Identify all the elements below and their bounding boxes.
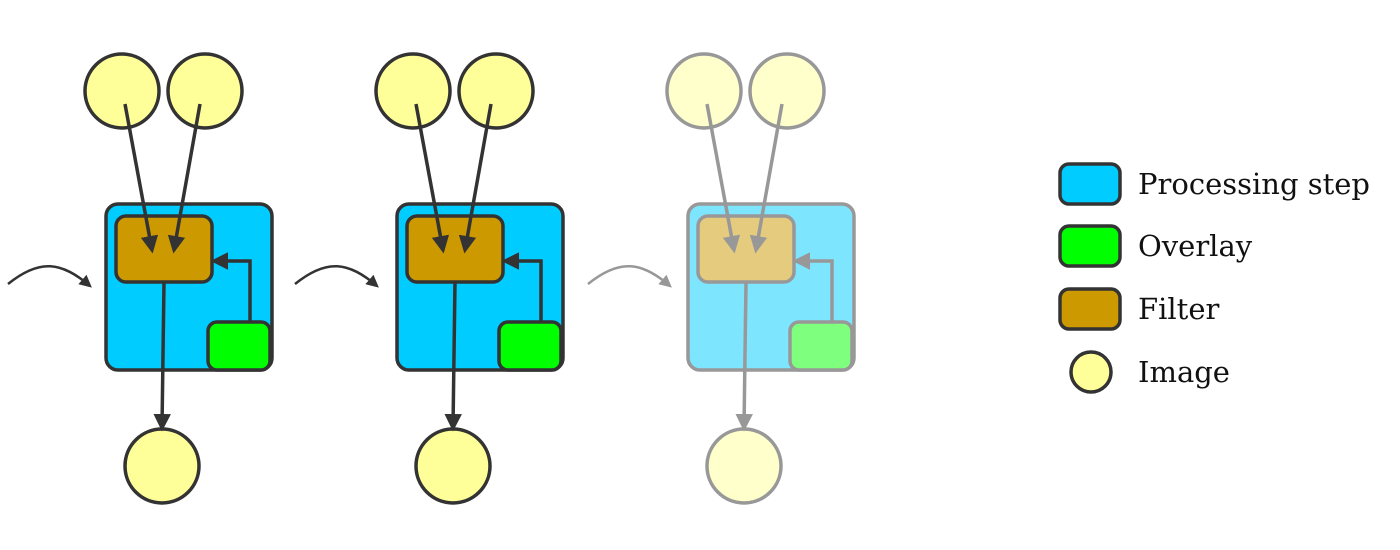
filter-box xyxy=(696,214,796,284)
legend-swatch-processing-step xyxy=(1058,162,1122,206)
filter-box xyxy=(114,214,214,284)
overlay-box xyxy=(497,320,563,372)
filter-box xyxy=(405,214,505,284)
input-image-left xyxy=(374,52,452,130)
incoming-flow-arrow xyxy=(587,264,672,288)
legend-label-processing-step: Processing step xyxy=(1138,167,1370,201)
legend: Processing step Overlay Filter Image xyxy=(1058,162,1370,394)
incoming-flow-arrow xyxy=(7,264,92,288)
overlay-box xyxy=(206,320,272,372)
input-arrow-right xyxy=(458,103,493,254)
input-image-left xyxy=(83,52,161,130)
output-arrow xyxy=(444,281,462,432)
legend-swatch-image xyxy=(1069,350,1113,394)
legend-item-processing-step: Processing step xyxy=(1058,162,1370,206)
legend-label-overlay: Overlay xyxy=(1138,229,1253,263)
overlay-to-filter-arrow xyxy=(792,252,834,322)
stage-3-faded xyxy=(587,52,856,505)
incoming-flow-arrow xyxy=(294,264,379,288)
legend-item-filter: Filter xyxy=(1058,287,1219,331)
output-image xyxy=(414,427,492,505)
legend-item-image: Image xyxy=(1069,350,1230,394)
overlay-to-filter-arrow xyxy=(501,252,543,322)
stage-1 xyxy=(7,52,274,505)
legend-label-image: Image xyxy=(1138,355,1230,389)
input-arrow-right xyxy=(749,103,784,254)
legend-item-overlay: Overlay xyxy=(1058,224,1253,268)
output-image xyxy=(705,427,783,505)
legend-swatch-filter xyxy=(1058,287,1122,331)
input-image-right xyxy=(166,52,244,130)
input-arrow-left xyxy=(123,103,159,254)
input-arrow-left xyxy=(705,103,741,254)
legend-swatch-overlay xyxy=(1058,224,1122,268)
input-image-right xyxy=(457,52,535,130)
input-arrow-left xyxy=(414,103,450,254)
legend-label-filter: Filter xyxy=(1138,292,1219,326)
output-arrow xyxy=(153,281,171,432)
input-image-right xyxy=(748,52,826,130)
overlay-box xyxy=(788,320,854,372)
output-arrow xyxy=(735,281,753,432)
input-arrow-right xyxy=(167,103,202,254)
output-image xyxy=(123,427,201,505)
overlay-to-filter-arrow xyxy=(210,252,252,322)
input-image-left xyxy=(665,52,743,130)
stage-2 xyxy=(294,52,565,505)
